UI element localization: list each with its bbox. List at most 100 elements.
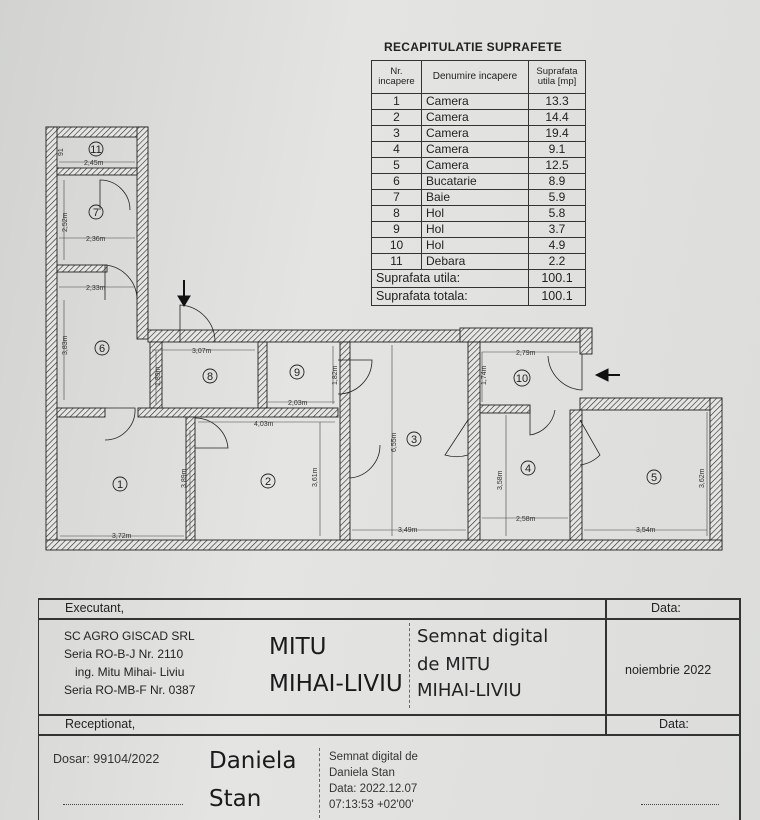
signature-line	[63, 804, 183, 805]
col-header-name: Denumire incapere	[421, 60, 529, 94]
divider	[39, 598, 741, 600]
floor-plan: 2,45m 2,36m 2,33m 2,52m 3,83m 3,07m 1,89…	[45, 126, 723, 551]
dim-label: 4,03m	[254, 421, 274, 428]
table-header-row: Nr. incapere Denumire incapere Suprafata…	[371, 60, 586, 94]
digital-sign2-line3: Data: 2022.12.07	[329, 783, 418, 795]
hand-name-line2: Stan	[209, 786, 262, 812]
cell-name: Hol	[421, 205, 529, 222]
room-number: 8	[207, 371, 213, 383]
dimension-lines	[59, 161, 708, 537]
door-swings	[99, 179, 601, 479]
total-label: Suprafata totala:	[371, 287, 529, 306]
total-label: Suprafata utila:	[371, 269, 529, 288]
executant-label: Executant,	[65, 601, 125, 615]
room-number: 11	[90, 144, 101, 156]
divider	[605, 598, 607, 734]
signer-name-line1: MITU	[269, 634, 327, 660]
room-number: 5	[651, 472, 657, 484]
dim-label: 2,79m	[516, 350, 536, 357]
date-label: Data:	[651, 601, 681, 615]
digital-sign2-line4: 07:13:53 +02'00'	[329, 799, 414, 811]
engineer-name: ing. Mitu Mihai- Liviu	[75, 665, 185, 679]
dim-label: 3,62m	[699, 468, 706, 488]
digital-sign-line1: Semnat digital	[417, 626, 549, 647]
room-number: 1	[117, 479, 123, 491]
divider	[39, 714, 741, 716]
room-number: 4	[525, 463, 531, 475]
divider	[39, 618, 741, 620]
signer-name-line2: MIHAI-LIVIU	[269, 671, 403, 697]
signature-line	[641, 804, 719, 805]
digital-sign2-line1: Semnat digital de	[329, 751, 418, 763]
dim-label: 6,55m	[391, 432, 398, 452]
entrance-arrows	[177, 280, 620, 382]
area-summary-table: Nr. incapere Denumire incapere Suprafata…	[371, 60, 586, 306]
recap-title: RECAPITULATIE SUPRAFETE	[384, 40, 563, 54]
dim-label: 3,83m	[62, 335, 69, 355]
cell-name: Debara	[421, 253, 529, 270]
dim-label: 2,52m	[62, 212, 69, 232]
total-row: Suprafata utila:100.1	[371, 269, 586, 288]
dim-label: 2,45m	[84, 160, 104, 167]
room-markers	[88, 141, 662, 492]
dim-label: 3,72m	[112, 533, 132, 540]
room-number: 7	[93, 207, 99, 219]
cell-area: 12.5	[528, 157, 586, 174]
col-header-area: Suprafata utila [mp]	[528, 60, 586, 94]
total-value: 100.1	[528, 287, 586, 306]
room-number: 6	[99, 343, 105, 355]
dim-label: 1,89m	[155, 366, 162, 386]
dim-label: 3,54m	[636, 527, 656, 534]
dim-label: 91	[58, 148, 65, 156]
dim-label: 2,33m	[86, 285, 106, 292]
walls	[45, 126, 723, 551]
room-number: 10	[516, 373, 528, 385]
cell-nr: 10	[371, 237, 422, 254]
dim-label: 3,89m	[181, 468, 188, 488]
dim-label: 3,07m	[192, 348, 212, 355]
date-label-2: Data:	[659, 717, 689, 731]
divider	[739, 598, 741, 820]
date-value: noiembrie 2022	[625, 663, 712, 677]
dim-label: 3,61m	[312, 467, 319, 487]
dosar-number: Dosar: 99104/2022	[53, 752, 160, 766]
total-row: Suprafata totala:100.1	[371, 287, 586, 306]
digital-sign2-line2: Daniela Stan	[329, 767, 395, 779]
room-numbers: 1 2 3 4 5 6 7 8 9 10 11	[90, 144, 657, 491]
cell-area: 5.9	[528, 189, 586, 206]
signature-separator	[319, 748, 321, 818]
dim-label: 1,82m	[332, 365, 339, 385]
digital-sign-line2: de MITU	[417, 654, 491, 675]
room-number: 9	[294, 367, 300, 379]
title-block: Executant, Data: SC AGRO GISCAD SRL Seri…	[38, 598, 741, 820]
divider	[39, 734, 741, 736]
room-number: 2	[265, 476, 271, 488]
company-series: Seria RO-B-J Nr. 2110	[64, 647, 184, 661]
dimension-labels: 2,45m 2,36m 2,33m 2,52m 3,83m 3,07m 1,89…	[58, 148, 706, 540]
dim-label: 1,74m	[481, 365, 488, 385]
col-header-nr: Nr. incapere	[371, 60, 422, 94]
dim-label: 3,49m	[398, 527, 418, 534]
dim-label: 3,58m	[497, 470, 504, 490]
room-number: 3	[411, 434, 417, 446]
dim-label: 2,58m	[516, 516, 536, 523]
dim-label: 2,03m	[288, 400, 308, 407]
signature-separator	[409, 623, 411, 708]
cell-area: 13.3	[528, 93, 586, 110]
cell-area: 8.9	[528, 173, 586, 190]
company-name: SC AGRO GISCAD SRL	[64, 629, 195, 643]
receptionat-label: Receptionat,	[65, 717, 136, 731]
hand-name-line1: Daniela	[209, 748, 297, 774]
engineer-series: Seria RO-MB-F Nr. 0387	[64, 683, 196, 697]
dim-label: 2,36m	[86, 236, 106, 243]
digital-sign-line3: MIHAI-LIVIU	[417, 680, 522, 701]
